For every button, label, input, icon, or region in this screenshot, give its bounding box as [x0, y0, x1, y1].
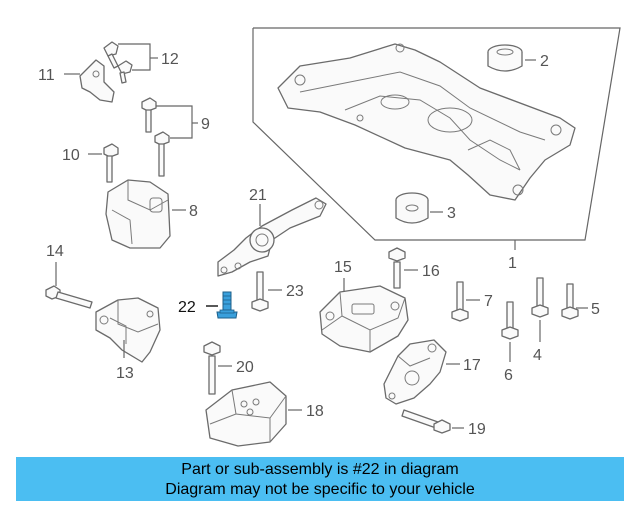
- callout-21: 21: [249, 187, 267, 204]
- callout-8: 8: [189, 203, 198, 220]
- parts-diagram: 1 2 3 4 5 6 7 8 9 10 11 12 13 14 15 16 1…: [38, 27, 621, 447]
- callout-2: 2: [540, 53, 549, 70]
- callout-9: 9: [201, 116, 210, 133]
- bolt-part-22[interactable]: [216, 291, 238, 319]
- callout-14: 14: [46, 243, 64, 260]
- callout-10: 10: [62, 147, 80, 164]
- bolt-part-19[interactable]: [401, 409, 451, 434]
- bolt-part-12[interactable]: [103, 41, 133, 84]
- callout-13: 13: [116, 365, 134, 382]
- bolt-part-14[interactable]: [45, 285, 93, 309]
- bolt-part-23[interactable]: [251, 271, 269, 312]
- callout-16: 16: [422, 263, 440, 280]
- callout-5: 5: [591, 301, 600, 318]
- bolt-part-20[interactable]: [203, 341, 221, 395]
- callout-3: 3: [447, 205, 456, 222]
- callout-15: 15: [334, 259, 352, 276]
- callout-6: 6: [504, 367, 513, 384]
- callout-18: 18: [306, 403, 324, 420]
- bolt-part-7[interactable]: [451, 281, 469, 322]
- bracket-part-17[interactable]: [383, 339, 447, 405]
- bolt-part-5[interactable]: [561, 283, 579, 320]
- bolt-part-4[interactable]: [531, 277, 549, 318]
- callout-20: 20: [236, 359, 254, 376]
- callout-4: 4: [533, 347, 542, 364]
- bushing-part-3[interactable]: [395, 192, 429, 224]
- subframe-part-1[interactable]: [277, 43, 576, 201]
- bolt-part-10[interactable]: [103, 143, 119, 183]
- mount-part-18[interactable]: [205, 381, 287, 447]
- callout-17: 17: [463, 357, 481, 374]
- subframe-inset: [252, 27, 621, 250]
- bolt-part-16[interactable]: [388, 247, 406, 289]
- mount-part-13[interactable]: [95, 297, 161, 363]
- callout-12: 12: [161, 51, 179, 68]
- callout-19: 19: [468, 421, 486, 438]
- info-banner: Part or sub-assembly is #22 in diagram D…: [16, 457, 624, 501]
- callout-22: 22: [178, 299, 196, 316]
- mount-part-8[interactable]: [105, 179, 171, 249]
- bolt-part-6[interactable]: [501, 301, 519, 340]
- bracket-part-11[interactable]: [79, 59, 115, 103]
- bushing-part-2[interactable]: [487, 44, 523, 72]
- banner-line-1: Part or sub-assembly is #22 in diagram: [181, 461, 459, 478]
- mount-part-15[interactable]: [319, 285, 409, 353]
- callout-11: 11: [38, 67, 55, 84]
- banner-line-2: Diagram may not be specific to your vehi…: [165, 481, 475, 498]
- torque-rod-part-21[interactable]: [217, 197, 327, 277]
- callout-7: 7: [484, 293, 493, 310]
- callout-1: 1: [508, 255, 517, 272]
- callout-23: 23: [286, 283, 304, 300]
- bolt-part-9[interactable]: [141, 97, 170, 177]
